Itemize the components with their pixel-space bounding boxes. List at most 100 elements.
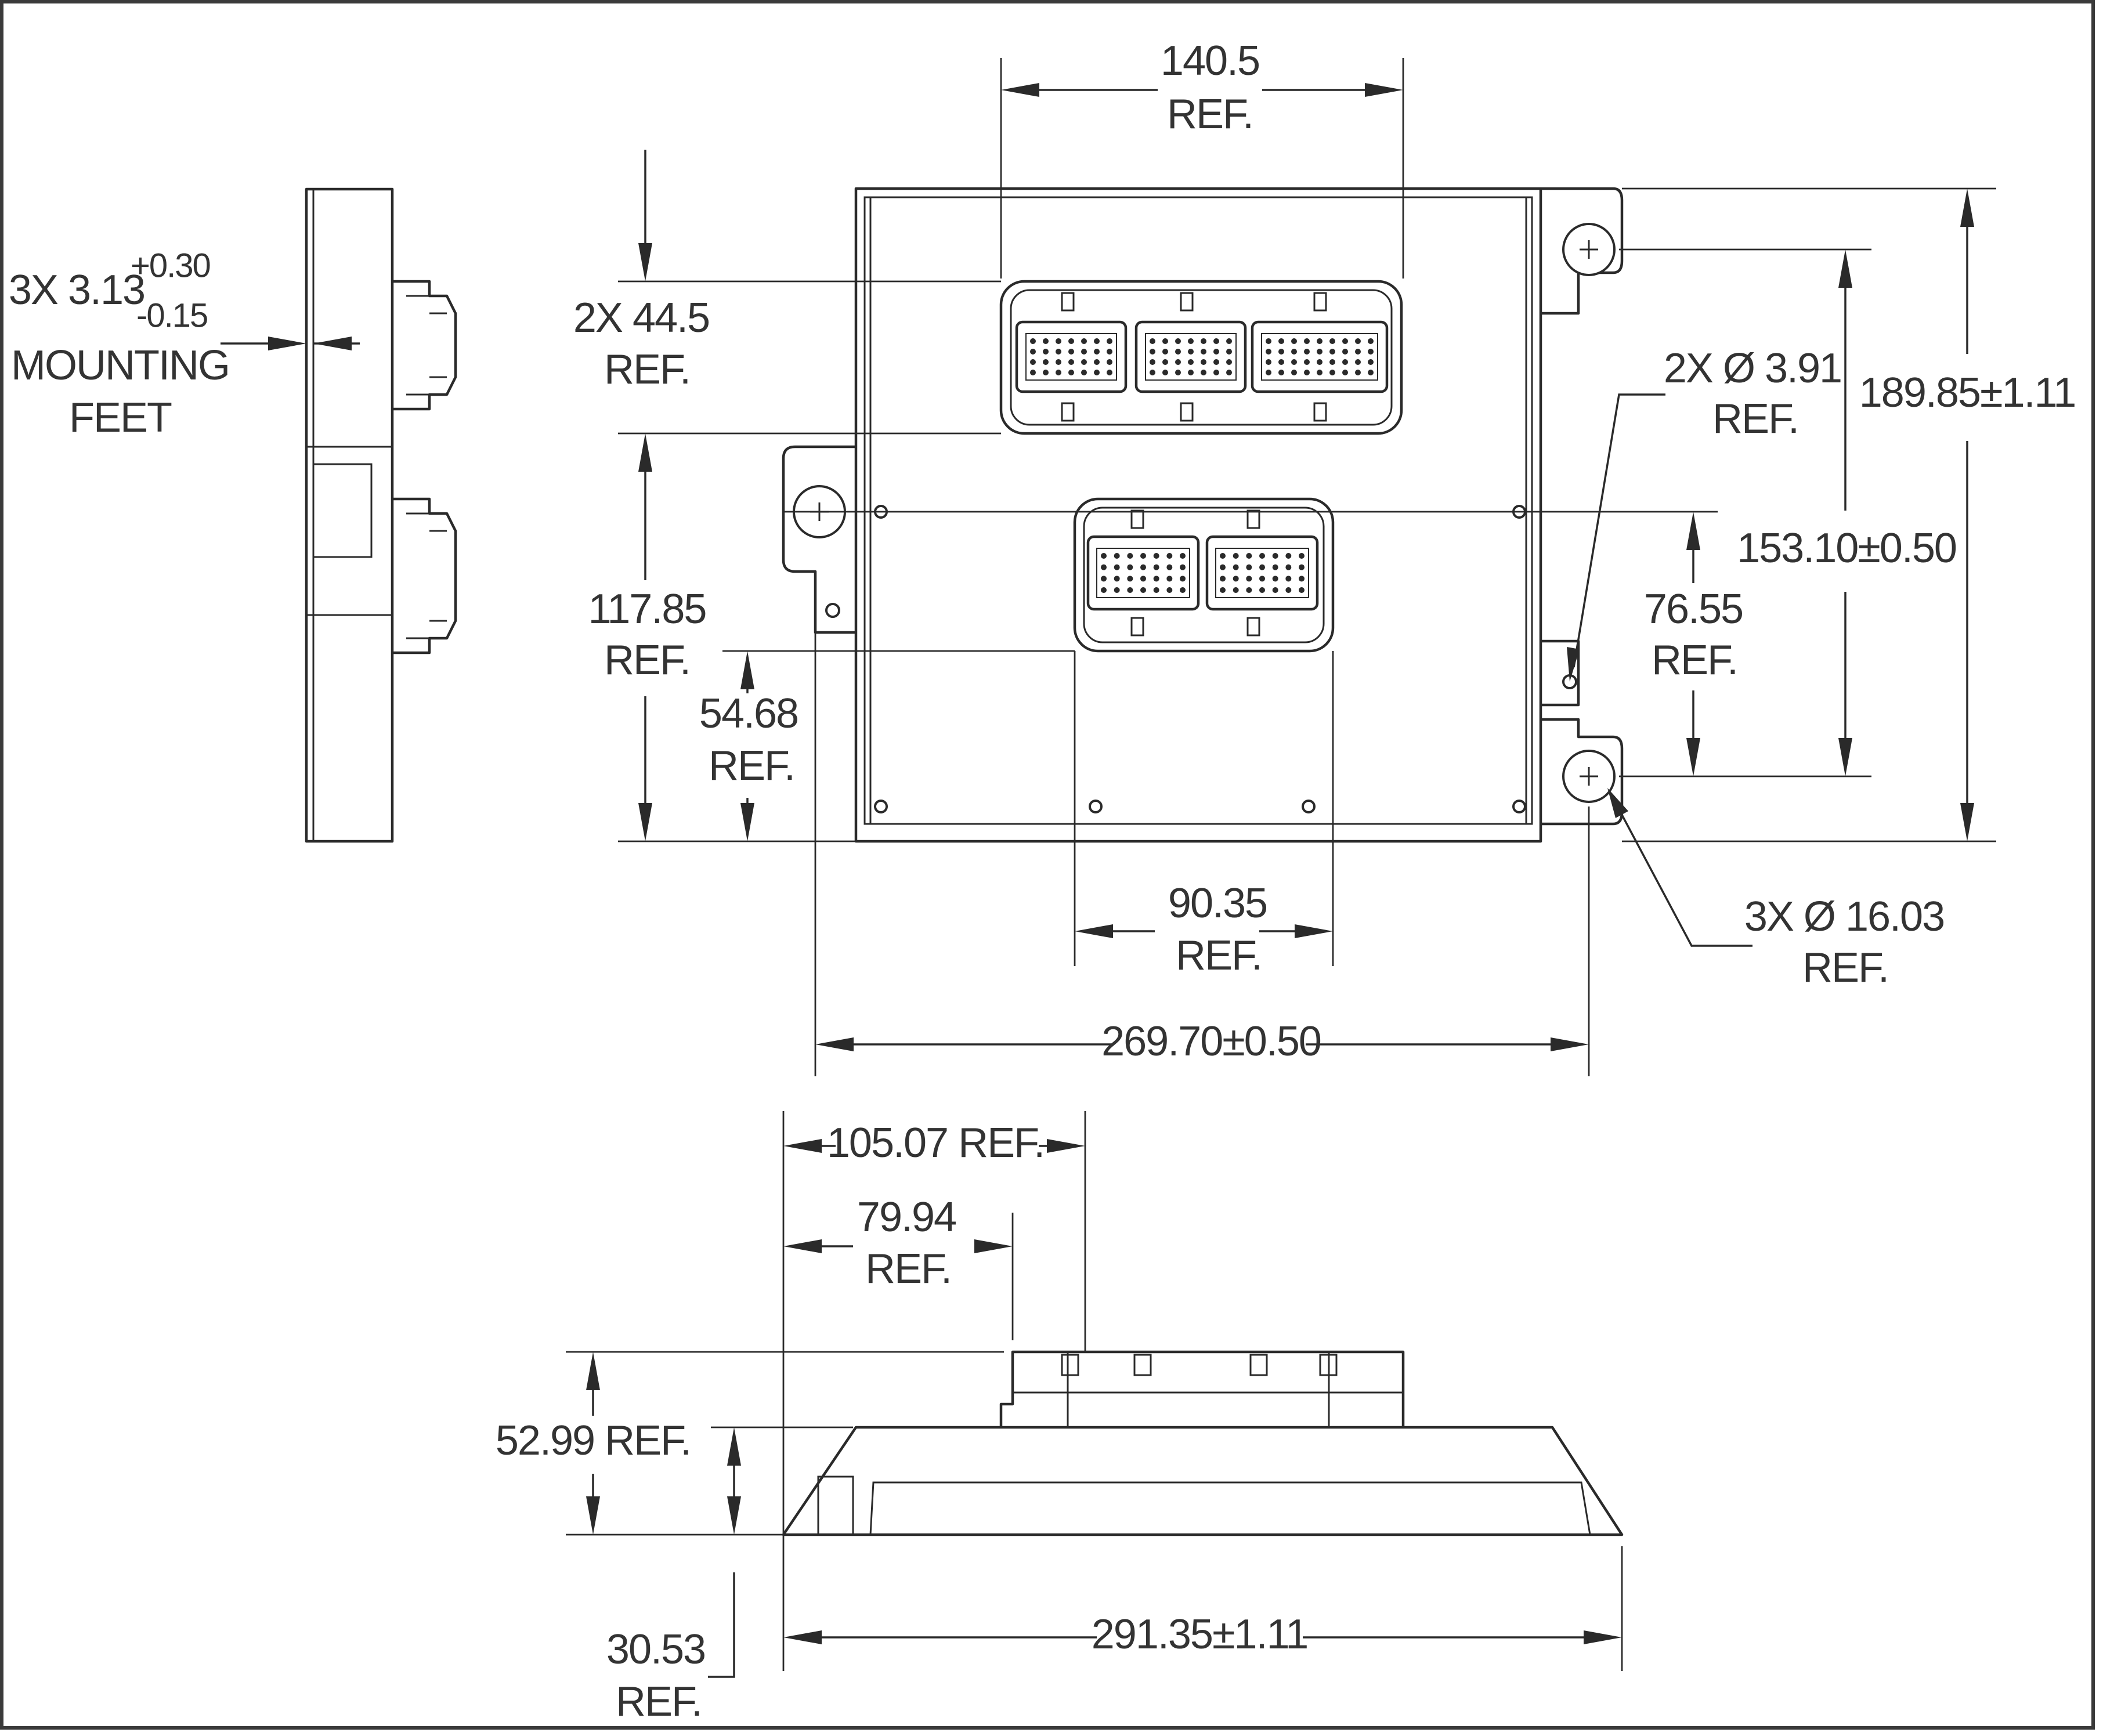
connector-pin — [1188, 359, 1194, 365]
connector-pin — [1175, 349, 1181, 355]
connector-pin — [1368, 338, 1374, 344]
connector-pin — [1329, 359, 1335, 365]
connector-pin — [1140, 587, 1146, 593]
bottom-view — [782, 1350, 1624, 1536]
connector-pin — [1166, 587, 1173, 593]
connector-pin — [1368, 370, 1374, 375]
connector-pin — [1285, 587, 1292, 593]
connector-pin — [1266, 359, 1271, 365]
connector-pin — [1220, 553, 1226, 559]
connector-pin — [1226, 349, 1232, 355]
dim-54-68-note: REF. — [709, 743, 794, 789]
connector-pin — [1272, 553, 1278, 559]
connector-pin — [1266, 338, 1271, 344]
connector-pin-grid — [1030, 338, 1374, 593]
connector-pin — [1246, 587, 1252, 593]
dim-44-5: 2X 44.5 REF. — [573, 150, 1001, 435]
connector-pin — [1278, 370, 1284, 375]
dim-76-55-note: REF. — [1652, 637, 1737, 683]
dim-30-53-note: REF. — [616, 1679, 702, 1725]
connector-pin — [1056, 370, 1061, 375]
dim-153-10-value: 153.10±0.50 — [1737, 525, 1956, 572]
connector-pin — [1226, 359, 1232, 365]
connector-pin — [1107, 338, 1112, 344]
dim-117-85-value: 117.85 — [588, 586, 706, 632]
connector-pin — [1272, 576, 1278, 582]
connector-pin — [1299, 587, 1305, 593]
dim-54-68-value: 54.68 — [699, 690, 798, 737]
connector-pin — [1317, 370, 1322, 375]
dim-79-94-note: REF. — [865, 1246, 951, 1292]
connector-pin — [1068, 359, 1074, 365]
connector-pin — [1166, 553, 1173, 559]
dim-3-91: 2X Ø 3.91 REF. — [1567, 345, 1842, 682]
connector-pin — [1162, 349, 1168, 355]
connector-pin — [1285, 553, 1292, 559]
connector-pin — [1153, 587, 1159, 593]
dim-140-5-note: REF. — [1167, 91, 1253, 138]
connector-pin — [1259, 576, 1265, 582]
connector-pin — [1285, 564, 1292, 570]
connector-pin — [1285, 576, 1292, 582]
connector-pin — [1213, 370, 1219, 375]
connector-pin — [1114, 576, 1120, 582]
connector-pin — [1299, 564, 1305, 570]
connector-pin — [1056, 338, 1061, 344]
connector-pin — [1101, 564, 1107, 570]
dim-76-55: 76.55 REF. — [1644, 512, 1744, 776]
connector-pin — [1094, 359, 1100, 365]
connector-pin — [1107, 370, 1112, 375]
connector-pin — [1043, 370, 1049, 375]
connector-pin — [1246, 576, 1252, 582]
connector-pin — [1043, 359, 1049, 365]
dim-76-55-value: 76.55 — [1644, 586, 1743, 632]
connector-pin — [1140, 564, 1146, 570]
connector-pin — [1114, 587, 1120, 593]
connector-pin — [1068, 370, 1074, 375]
mounting-feet-dimension: 3X 3.13 +0.30 -0.15 MOUNTING FEET — [9, 247, 360, 441]
side-view — [305, 187, 457, 843]
connector-pin — [1201, 349, 1206, 355]
connector-pin — [1056, 349, 1061, 355]
connector-pin — [1317, 349, 1322, 355]
dim-30-53: 30.53 REF. — [606, 1426, 853, 1725]
connector-pin — [1213, 359, 1219, 365]
connector-pin — [1317, 359, 1322, 365]
connector-pin — [1127, 576, 1133, 582]
dim-16-03-value: 3X Ø 16.03 — [1744, 894, 1944, 940]
connector-pin — [1127, 587, 1133, 593]
connector-pin — [1107, 359, 1112, 365]
connector-pin — [1140, 576, 1146, 582]
dim-140-5: 140.5 REF. — [1000, 38, 1404, 279]
connector-pin — [1278, 338, 1284, 344]
connector-pin — [1094, 349, 1100, 355]
connector-pin — [1101, 576, 1107, 582]
dim-79-94-value: 79.94 — [857, 1194, 956, 1240]
dim-117-85: 117.85 REF. — [588, 433, 856, 842]
dim-16-03-note: REF. — [1802, 945, 1888, 991]
connector-pin — [1233, 587, 1239, 593]
connector-pin — [1201, 338, 1206, 344]
connector-pin — [1355, 359, 1361, 365]
connector-pin — [1220, 564, 1226, 570]
connector-pin — [1140, 553, 1146, 559]
connector-pin — [1030, 370, 1036, 375]
connector-pin — [1342, 370, 1348, 375]
connector-pin — [1291, 338, 1297, 344]
connector-pin — [1188, 349, 1194, 355]
dim-105-07: 105.07 REF. — [782, 1111, 1086, 1671]
connector-pin — [1233, 564, 1239, 570]
connector-pin — [1291, 370, 1297, 375]
connector-pin — [1175, 359, 1181, 365]
connector-pin — [1278, 349, 1284, 355]
dim-291-35: 291.35±1.11 — [783, 1546, 1623, 1671]
front-view — [782, 187, 1624, 843]
connector-pin — [1162, 359, 1168, 365]
connector-pin — [1259, 587, 1265, 593]
dim-3-91-value: 2X Ø 3.91 — [1664, 345, 1841, 392]
connector-pin — [1180, 576, 1186, 582]
connector-top-pins — [1025, 333, 1378, 381]
connector-pin — [1201, 359, 1206, 365]
small-hole-left — [825, 603, 840, 618]
connector-pin — [1291, 349, 1297, 355]
